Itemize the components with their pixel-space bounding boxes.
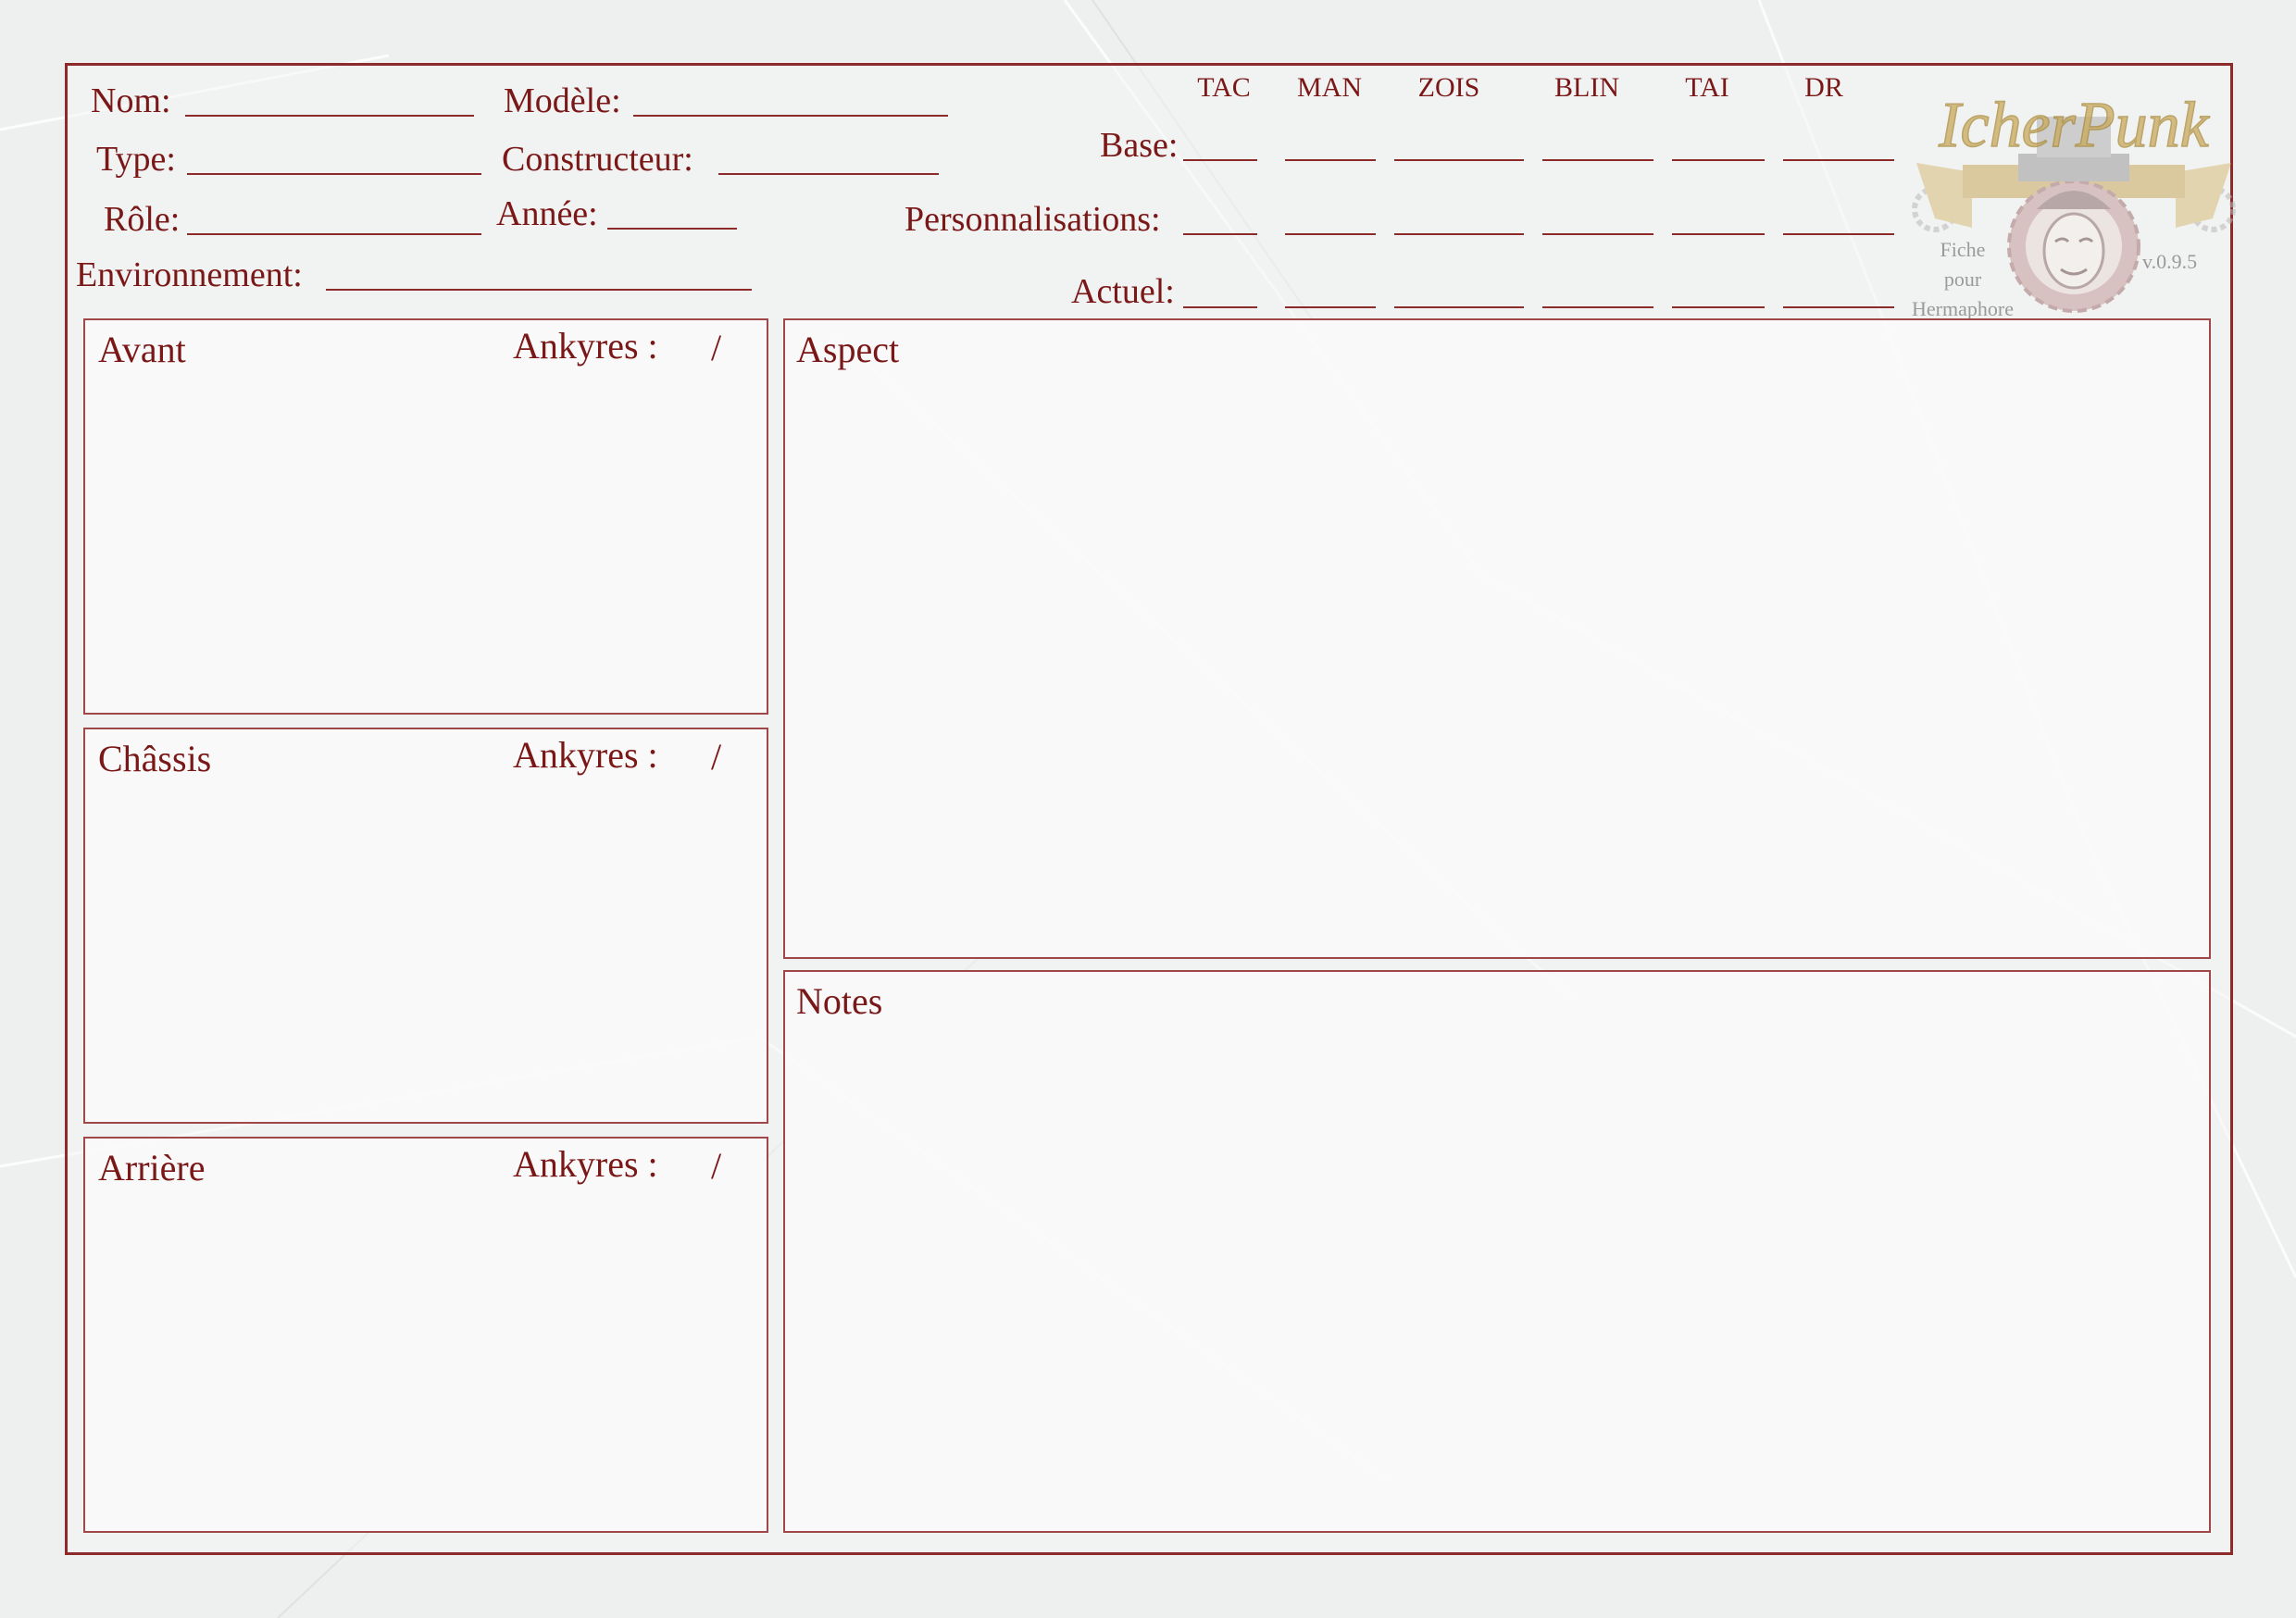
actuel-man-field[interactable] [1285,306,1376,308]
annee-field[interactable] [607,228,737,230]
nom-field[interactable] [185,115,474,117]
annee-label: Année: [496,194,598,233]
stat-header-tai: TAI [1685,72,1729,103]
version-label: v.0.9.5 [2142,250,2198,273]
panel-aspect-title: Aspect [796,329,900,370]
environnement-field[interactable] [326,289,752,291]
modele-field[interactable] [633,115,948,117]
perso-tac-field[interactable] [1183,233,1257,235]
base-tac-field[interactable] [1183,159,1257,161]
panel-notes[interactable]: Notes [783,970,2211,1533]
icherpunk-logo: IcherPunk [1912,89,2236,313]
logo-wordmark: IcherPunk [1938,90,2210,161]
panel-aspect[interactable]: Aspect [783,318,2211,959]
panel-arriere-ankyres: Ankyres : [513,1143,658,1185]
panel-chassis-ankyres: Ankyres : [513,734,658,776]
modele-label: Modèle: [504,81,621,120]
panel-avant-slash: / [711,327,722,368]
type-field[interactable] [187,173,481,175]
type-label: Type: [96,140,176,179]
stat-header-man: MAN [1296,72,1362,103]
perso-dr-field[interactable] [1783,233,1894,235]
panel-arriere-slash: / [711,1145,722,1187]
actuel-tai-field[interactable] [1672,306,1765,308]
stat-header-tac: TAC [1197,72,1251,103]
constructeur-field[interactable] [718,173,939,175]
panel-avant[interactable]: Avant Ankyres : / [83,318,768,715]
base-man-field[interactable] [1285,159,1376,161]
actuel-tac-field[interactable] [1183,306,1257,308]
panel-arriere[interactable]: Arrière Ankyres : / [83,1137,768,1533]
actuel-dr-field[interactable] [1783,306,1894,308]
environnement-label: Environnement: [76,255,303,294]
panel-chassis-slash: / [711,736,722,778]
perso-man-field[interactable] [1285,233,1376,235]
perso-blin-field[interactable] [1542,233,1653,235]
actuel-zois-field[interactable] [1394,306,1524,308]
panel-avant-ankyres: Ankyres : [513,325,658,367]
base-dr-field[interactable] [1783,159,1894,161]
panel-chassis-title: Châssis [98,738,212,779]
stat-row-actuel: Actuel: [1071,272,1175,311]
panel-arriere-title: Arrière [98,1147,206,1189]
stat-header-blin: BLIN [1554,72,1619,103]
perso-tai-field[interactable] [1672,233,1765,235]
stat-header-dr: DR [1804,72,1843,103]
panel-notes-title: Notes [796,980,883,1022]
panel-chassis[interactable]: Châssis Ankyres : / [83,728,768,1124]
stat-header-zois: ZOIS [1417,72,1480,103]
panel-avant-title: Avant [98,329,186,370]
perso-zois-field[interactable] [1394,233,1524,235]
base-zois-field[interactable] [1394,159,1524,161]
logo-subtitle: Fiche pour Hermaphore [1912,238,2014,320]
stat-row-base: Base: [1100,126,1179,165]
constructeur-label: Constructeur: [502,140,693,179]
stat-row-personnalisations: Personnalisations: [905,200,1161,239]
role-label: Rôle: [104,200,181,239]
base-blin-field[interactable] [1542,159,1653,161]
base-tai-field[interactable] [1672,159,1765,161]
role-field[interactable] [187,233,481,235]
nom-label: Nom: [91,81,171,120]
actuel-blin-field[interactable] [1542,306,1653,308]
